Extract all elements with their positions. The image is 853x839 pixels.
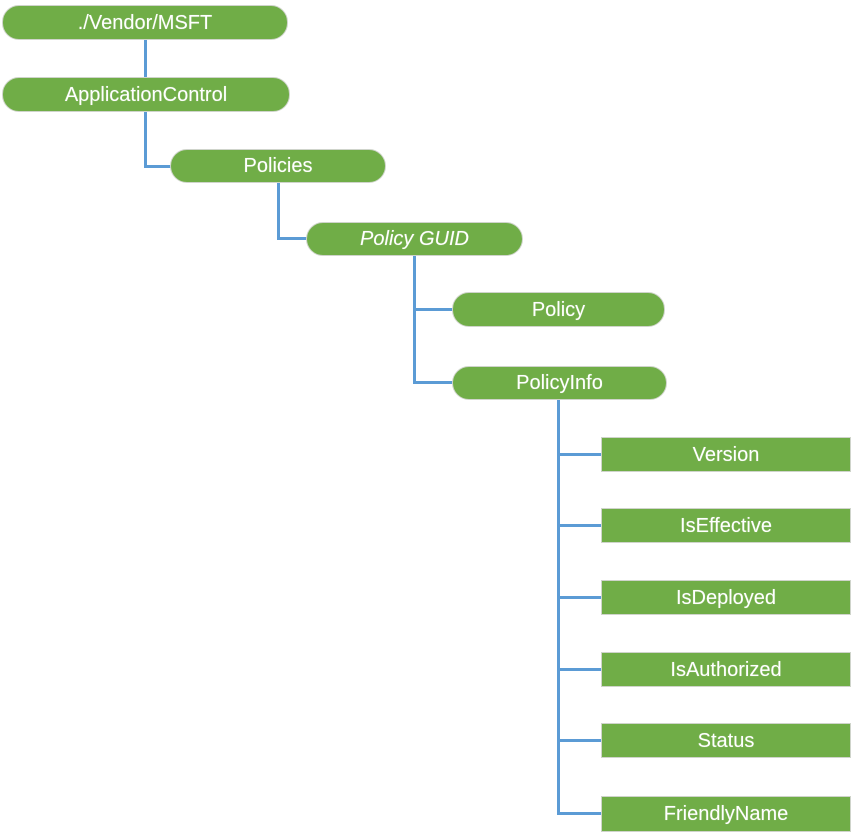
- node-policies: Policies: [170, 149, 386, 183]
- node-label: Policy GUID: [360, 228, 469, 250]
- node-friendlyname: FriendlyName: [601, 796, 851, 832]
- node-label: Version: [692, 443, 760, 466]
- connector-policyguid-trunk: [413, 256, 416, 384]
- node-vendor-msft: ./Vendor/MSFT: [2, 5, 288, 40]
- node-label: Policies: [243, 155, 313, 177]
- node-label: PolicyInfo: [516, 372, 603, 394]
- connector-vendor-to-applicationcontrol: [144, 40, 147, 78]
- connector-applicationcontrol-trunk: [144, 111, 147, 168]
- node-version: Version: [601, 437, 851, 472]
- node-iseffective: IsEffective: [601, 508, 851, 543]
- connector-applicationcontrol-to-policies: [144, 165, 171, 168]
- connector-policyguid-to-policy: [413, 308, 453, 311]
- connector-policies-to-policyguid: [277, 237, 307, 240]
- node-label: ./Vendor/MSFT: [77, 11, 213, 34]
- connector-policyinfo-to-status: [557, 739, 601, 742]
- node-applicationcontrol: ApplicationControl: [2, 77, 290, 112]
- node-label: IsDeployed: [675, 586, 777, 609]
- connector-policyinfo-to-isauthorized: [557, 668, 601, 671]
- node-label: IsEffective: [680, 514, 772, 537]
- connector-policyinfo-to-friendlyname: [557, 812, 601, 815]
- connector-policyinfo-trunk: [557, 400, 560, 815]
- node-label: FriendlyName: [663, 803, 789, 825]
- connector-policyinfo-to-version: [557, 453, 601, 456]
- node-label: IsAuthorized: [670, 658, 782, 681]
- connector-policyinfo-to-isdeployed: [557, 596, 601, 599]
- connector-policyinfo-to-iseffective: [557, 524, 601, 527]
- connector-policies-trunk: [277, 183, 280, 240]
- node-policy-guid: Policy GUID: [306, 222, 523, 256]
- node-isdeployed: IsDeployed: [601, 580, 851, 615]
- node-isauthorized: IsAuthorized: [601, 652, 851, 687]
- node-label: ApplicationControl: [64, 83, 228, 106]
- node-policyinfo: PolicyInfo: [452, 366, 667, 400]
- connector-policyguid-to-policyinfo: [413, 381, 453, 384]
- node-status: Status: [601, 723, 851, 758]
- node-label: Policy: [531, 298, 586, 321]
- node-label: Status: [697, 729, 755, 752]
- node-policy: Policy: [452, 292, 665, 327]
